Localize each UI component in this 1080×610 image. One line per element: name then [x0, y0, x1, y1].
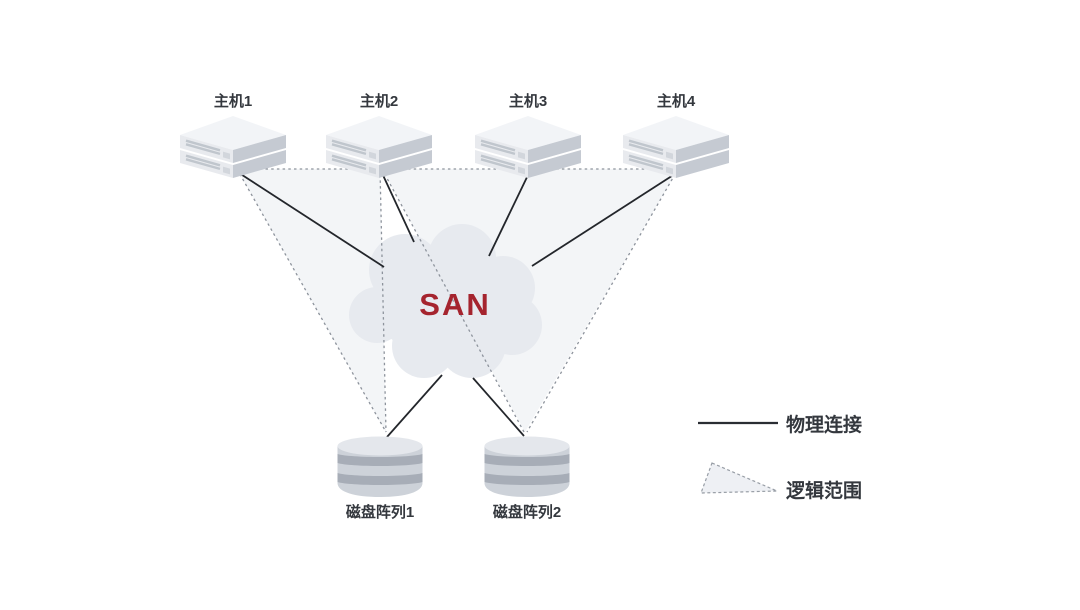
logical-range-1-left-edge	[236, 168, 387, 433]
host-1-node: 主机1	[178, 92, 288, 180]
disk-array-2-label: 磁盘阵列2	[493, 503, 561, 521]
host-3-node: 主机3	[473, 92, 583, 180]
physical-host3-san	[488, 172, 530, 257]
host-1-label: 主机1	[214, 92, 252, 110]
legend-physical-label: 物理连接	[786, 413, 862, 436]
host-2-label: 主机2	[360, 92, 398, 110]
logical-range-2-left-edge	[381, 168, 525, 433]
server-icon	[178, 114, 288, 180]
legend-dashed-triangle-sample	[700, 462, 778, 494]
san-cloud	[349, 224, 542, 378]
server-icon	[473, 114, 583, 180]
host-4-label: 主机4	[657, 92, 696, 110]
physical-connections	[235, 170, 679, 438]
physical-host2-san	[381, 172, 415, 243]
logical-range-2-right-edge	[526, 168, 679, 433]
physical-san-array1	[386, 374, 443, 438]
san-label: SAN	[419, 287, 490, 322]
disk-array-1-label: 磁盘阵列1	[346, 503, 414, 521]
host-3-label: 主机3	[509, 92, 547, 110]
host-2-node: 主机2	[324, 92, 434, 180]
disk-array-1-node: 磁盘阵列1	[337, 436, 423, 521]
host-4-node: 主机4	[621, 92, 731, 180]
physical-san-array2	[472, 377, 525, 437]
disk-cylinder-icon	[337, 436, 423, 497]
logical-range-edges	[236, 168, 679, 433]
physical-host4-san	[531, 171, 679, 267]
legend-logical-label: 逻辑范围	[786, 479, 862, 502]
disk-cylinder-icon	[484, 436, 570, 497]
physical-host1-san	[235, 170, 385, 268]
disk-array-2-node: 磁盘阵列2	[484, 436, 570, 521]
legend: 物理连接 逻辑范围	[698, 413, 862, 502]
server-icon	[621, 114, 731, 180]
logical-range-1-right-edge	[379, 168, 387, 433]
